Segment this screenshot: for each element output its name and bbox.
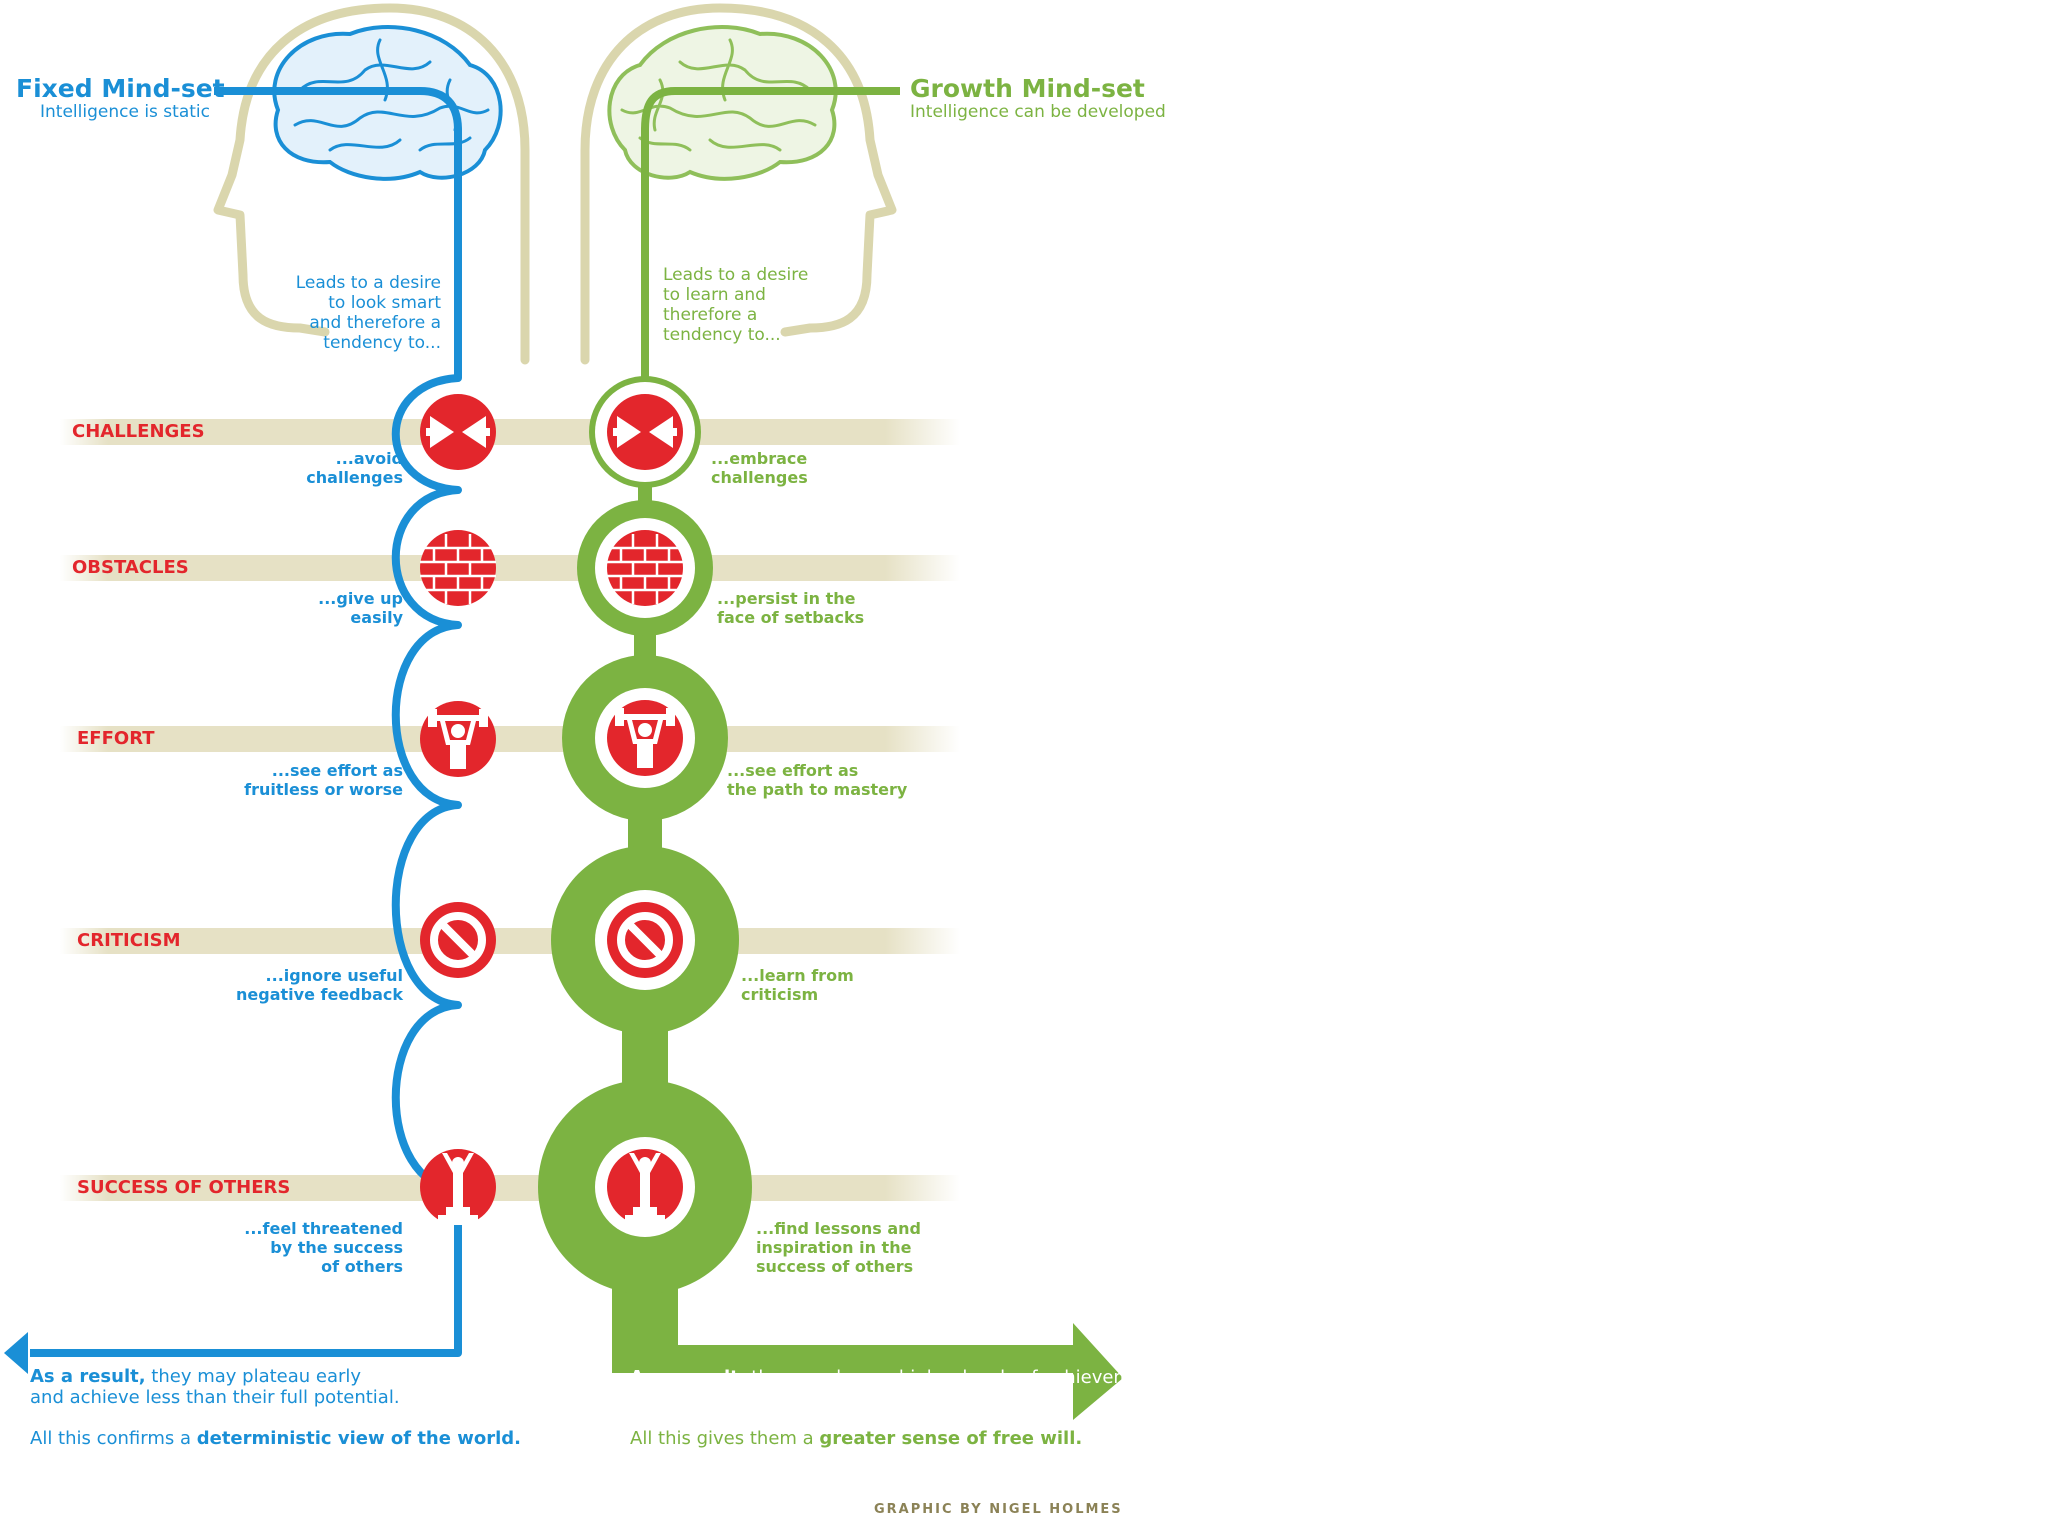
category-success-of-others: SUCCESS OF OTHERS xyxy=(77,1177,291,1198)
fixed-mindset-path xyxy=(30,87,462,1357)
fixed-head-outline xyxy=(213,3,530,365)
fixed-response-obstacles: ...give up easily xyxy=(318,589,403,627)
category-obstacles: OBSTACLES xyxy=(72,557,189,578)
category-challenges: CHALLENGES xyxy=(72,421,205,442)
fixed-lead-text: Leads to a desire to look smart and ther… xyxy=(295,273,441,354)
fixed-confirm-bold: deterministic view of the world. xyxy=(196,1428,521,1449)
growth-confirm-text: All this gives them a greater sense of f… xyxy=(630,1428,1082,1449)
growth-lead-text: Leads to a desire to learn and therefore… xyxy=(663,265,809,346)
growth-response-obstacles: ...persist in the face of setbacks xyxy=(717,589,865,627)
fixed-confirm-body: All this confirms a xyxy=(30,1428,197,1449)
growth-response-success: ...find lessons and inspiration in the s… xyxy=(756,1219,922,1276)
fixed-arrowhead xyxy=(4,1332,28,1374)
brick-wall-icon xyxy=(605,528,685,608)
fixed-brain-icon xyxy=(272,25,503,181)
growth-result-bold: As a result, xyxy=(630,1367,746,1388)
growth-mindset-path xyxy=(641,87,900,378)
growth-response-criticism: ...learn from criticism xyxy=(741,966,854,1004)
fixed-mindset-title: Fixed Mind-set xyxy=(16,74,225,103)
growth-result-body: they reach ever-higher levels of achieve… xyxy=(745,1367,1167,1388)
graphic-credit: GRAPHIC BY NIGEL HOLMES xyxy=(874,1502,1123,1517)
growth-response-effort: ...see effort as the path to mastery xyxy=(727,761,908,799)
winner-figure-icon xyxy=(420,1149,496,1225)
fixed-result-body: they may plateau early and achieve less … xyxy=(30,1366,400,1409)
challenge-arrows-icon xyxy=(607,394,683,470)
band-criticism-left xyxy=(60,928,460,954)
fixed-response-criticism: ...ignore useful negative feedback xyxy=(236,966,403,1004)
challenge-arrows-icon xyxy=(420,394,496,470)
fixed-response-challenges: ...avoid challenges xyxy=(306,449,403,487)
prohibition-icon xyxy=(420,902,496,978)
fixed-mindset-subtitle: Intelligence is static xyxy=(40,102,210,122)
growth-result-text: As a result, they reach ever-higher leve… xyxy=(630,1367,1166,1388)
growth-mindset-title: Growth Mind-set xyxy=(910,74,1145,103)
growth-confirm-bold: greater sense of free will. xyxy=(819,1428,1083,1449)
growth-confirm-body: All this gives them a xyxy=(630,1428,820,1449)
weightlifter-icon xyxy=(420,701,496,777)
fixed-response-success: ...feel threatened by the success of oth… xyxy=(244,1219,403,1276)
fixed-confirm-text: All this confirms a deterministic view o… xyxy=(30,1428,521,1449)
prohibition-icon xyxy=(607,902,683,978)
brick-wall-icon xyxy=(418,528,498,608)
category-bands xyxy=(60,419,960,1201)
fixed-result-text: As a result, they may plateau early and … xyxy=(30,1366,400,1408)
growth-response-challenges: ...embrace challenges xyxy=(711,449,808,487)
fixed-response-effort: ...see effort as fruitless or worse xyxy=(244,761,403,799)
growth-head-outline xyxy=(580,3,897,365)
growth-mindset-subtitle: Intelligence can be developed xyxy=(910,102,1166,122)
category-criticism: CRITICISM xyxy=(77,930,181,951)
band-success-left xyxy=(60,1175,460,1201)
weightlifter-icon xyxy=(607,700,683,776)
fixed-result-bold: As a result, xyxy=(30,1366,146,1387)
winner-figure-icon xyxy=(607,1149,683,1225)
category-effort: EFFORT xyxy=(77,728,155,749)
growth-brain-icon xyxy=(607,25,838,181)
band-challenges-right xyxy=(460,419,960,445)
